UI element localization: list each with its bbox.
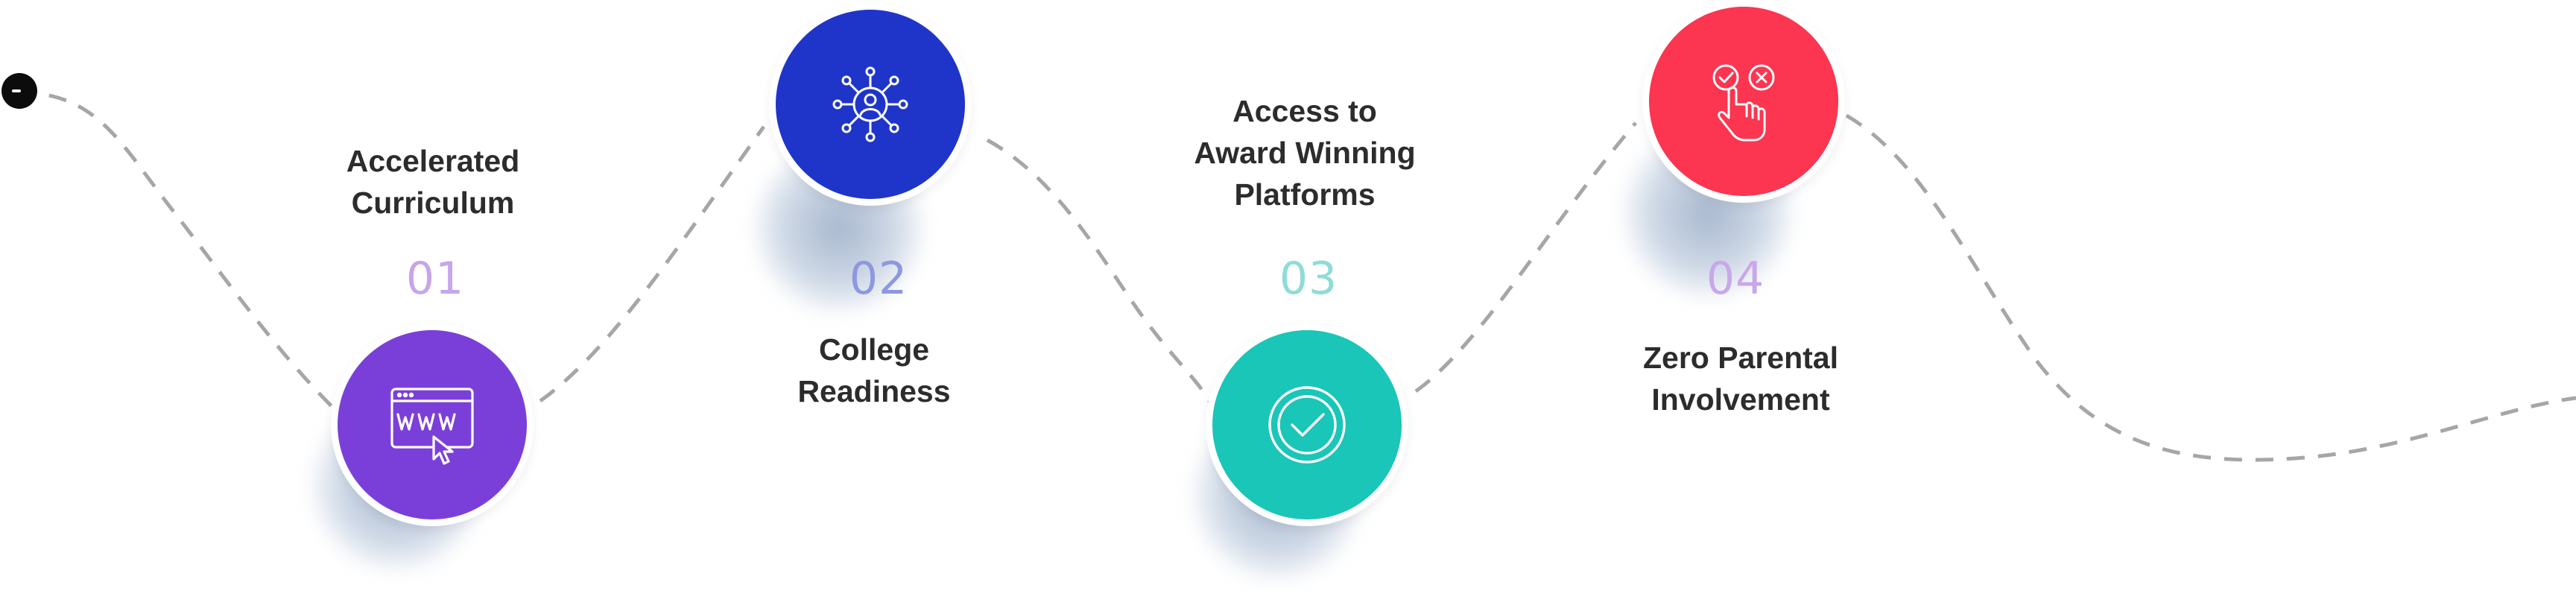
step-4-title: Zero Parental Involvement — [1642, 341, 1839, 417]
hand-choice-icon — [1712, 64, 1775, 142]
step-2-title: College Readiness — [797, 332, 951, 408]
step-1-circle-fill — [338, 330, 527, 519]
step-1-number: 01 — [405, 253, 465, 305]
step-3-number: 03 — [1279, 253, 1338, 305]
step-4-circle-fill — [1649, 7, 1838, 196]
check-badge-icon — [1268, 386, 1346, 464]
step-2-circle — [769, 3, 972, 206]
network-person-icon — [832, 66, 908, 142]
step-1-circle — [331, 323, 534, 526]
step-3-circle — [1206, 323, 1408, 526]
step-1-title: Accelerated Curriculum — [346, 144, 520, 220]
browser-www-icon — [390, 388, 474, 465]
step-4-number: 04 — [1706, 253, 1765, 305]
step-3-circle-fill — [1212, 330, 1402, 519]
step-2-number: 02 — [849, 253, 908, 305]
step-3-title: Access to Award Winning Platforms — [1194, 94, 1416, 212]
step-2-circle-fill — [776, 10, 965, 199]
step-4-circle — [1642, 0, 1845, 203]
timeline-start-dot — [1, 73, 37, 109]
start-dot-dash — [12, 89, 21, 92]
